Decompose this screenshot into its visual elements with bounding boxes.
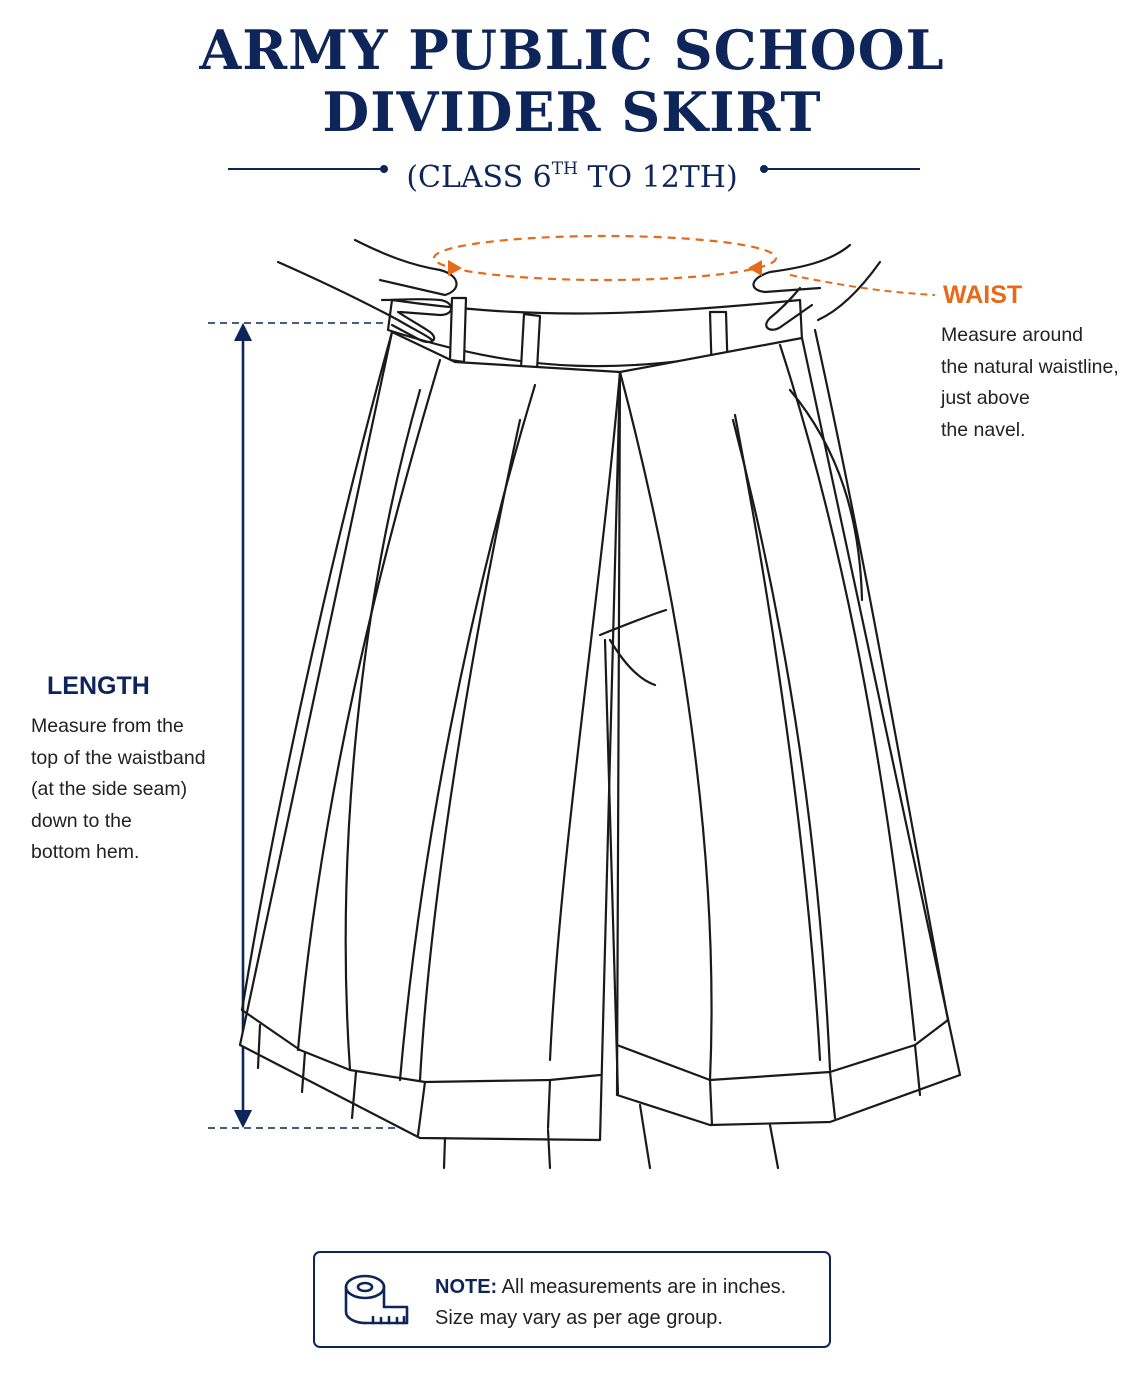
leg-line-4 [768, 1123, 780, 1170]
leg-line-2 [546, 1128, 552, 1170]
waist-arrow-right [748, 260, 762, 276]
title-line-1: ARMY PUBLIC SCHOOL [199, 18, 945, 82]
hem-top-left [240, 1008, 602, 1084]
waist-arrow-left [448, 260, 462, 276]
note-line-2: Size may vary as per age group. [435, 1307, 723, 1329]
left-leg-panel [238, 330, 622, 1142]
leg-line-3 [638, 1103, 652, 1170]
waist-ellipse [432, 234, 778, 282]
left-pleat-6 [548, 370, 622, 1062]
right-pleat-3 [733, 413, 822, 1062]
length-title: LENGTH [47, 672, 150, 700]
left-pleat-5 [418, 418, 522, 1082]
subtitle-rule-right [765, 168, 920, 170]
left-pleat-3 [344, 388, 422, 1072]
right-pleat-6 [813, 328, 950, 1022]
right-pleat-2 [731, 418, 832, 1072]
length-line-4: down to the [31, 809, 132, 832]
waist-leader-line [789, 274, 936, 296]
left-hand [353, 238, 458, 297]
length-line-5: bottom hem. [31, 841, 140, 863]
left-finger-1 [380, 298, 453, 317]
right-pleat-5 [788, 388, 864, 602]
subtitle-pre: (CLASS 6 [406, 160, 552, 195]
note-box: NOTE: All measurements are in inches. Si… [313, 1251, 831, 1348]
note-lead: NOTE: [435, 1276, 498, 1298]
length-line-3: (at the side seam) [31, 778, 188, 800]
crotch-fold-2 [608, 638, 657, 687]
measuring-tape-icon [344, 1274, 409, 1325]
waist-line-2: the natural waistline, [941, 355, 1119, 378]
title-line-2: DIVIDER SKIRT [322, 80, 822, 144]
length-description: Measure from the top of the waistband (a… [31, 711, 246, 869]
waist-line-3: just above [941, 387, 1030, 409]
hem-seam-2 [300, 1050, 307, 1094]
hem-seam-3 [350, 1070, 358, 1120]
length-line-1: Measure from the [31, 715, 184, 737]
hem-seam-1 [256, 1023, 262, 1070]
waist-guide [432, 234, 936, 296]
hem-seam-4 [416, 1080, 427, 1137]
waist-description: Measure around the natural waistline, ju… [941, 320, 1141, 446]
subtitle-rule-left [228, 168, 383, 170]
leg-line-1 [442, 1136, 447, 1170]
hem-seam-6 [708, 1078, 714, 1127]
length-line-2: top of the waistband [31, 746, 206, 769]
subtitle: (CLASS 6TH TO 12TH) [0, 146, 1144, 201]
length-guide [208, 322, 410, 1129]
left-finger-2 [390, 310, 436, 344]
left-arm [276, 260, 434, 342]
right-pleat-4 [778, 343, 917, 1042]
waist-line-1: Measure around [941, 324, 1084, 346]
note-text: NOTE: All measurements are in inches. Si… [435, 1272, 786, 1334]
right-arm [816, 260, 882, 322]
subtitle-superscript: TH [551, 159, 578, 179]
left-pleat-2 [296, 358, 442, 1052]
belt-loop-1 [448, 296, 468, 364]
right-leg-panel [615, 336, 962, 1127]
subtitle-rule-right-dot [760, 165, 768, 173]
right-finger-1 [765, 286, 814, 331]
right-hand [752, 243, 852, 294]
subtitle-post: TO 12TH) [577, 160, 738, 195]
hem-seam-7 [828, 1070, 837, 1120]
left-pleat-1 [240, 330, 394, 1012]
hem-seam-5 [546, 1078, 552, 1130]
note-line-1: NOTE: All measurements are in inches. [435, 1272, 786, 1303]
note-line-1-text: All measurements are in inches. [497, 1276, 787, 1298]
waist-line-4: the navel. [941, 418, 1026, 441]
right-pleat-1 [618, 370, 713, 1082]
crotch-fold-1 [598, 608, 668, 637]
center-seam [603, 638, 620, 1097]
waist-title: WAIST [943, 281, 1023, 309]
subtitle-rule-left-dot [380, 165, 388, 173]
hem-seam-8 [913, 1043, 922, 1097]
